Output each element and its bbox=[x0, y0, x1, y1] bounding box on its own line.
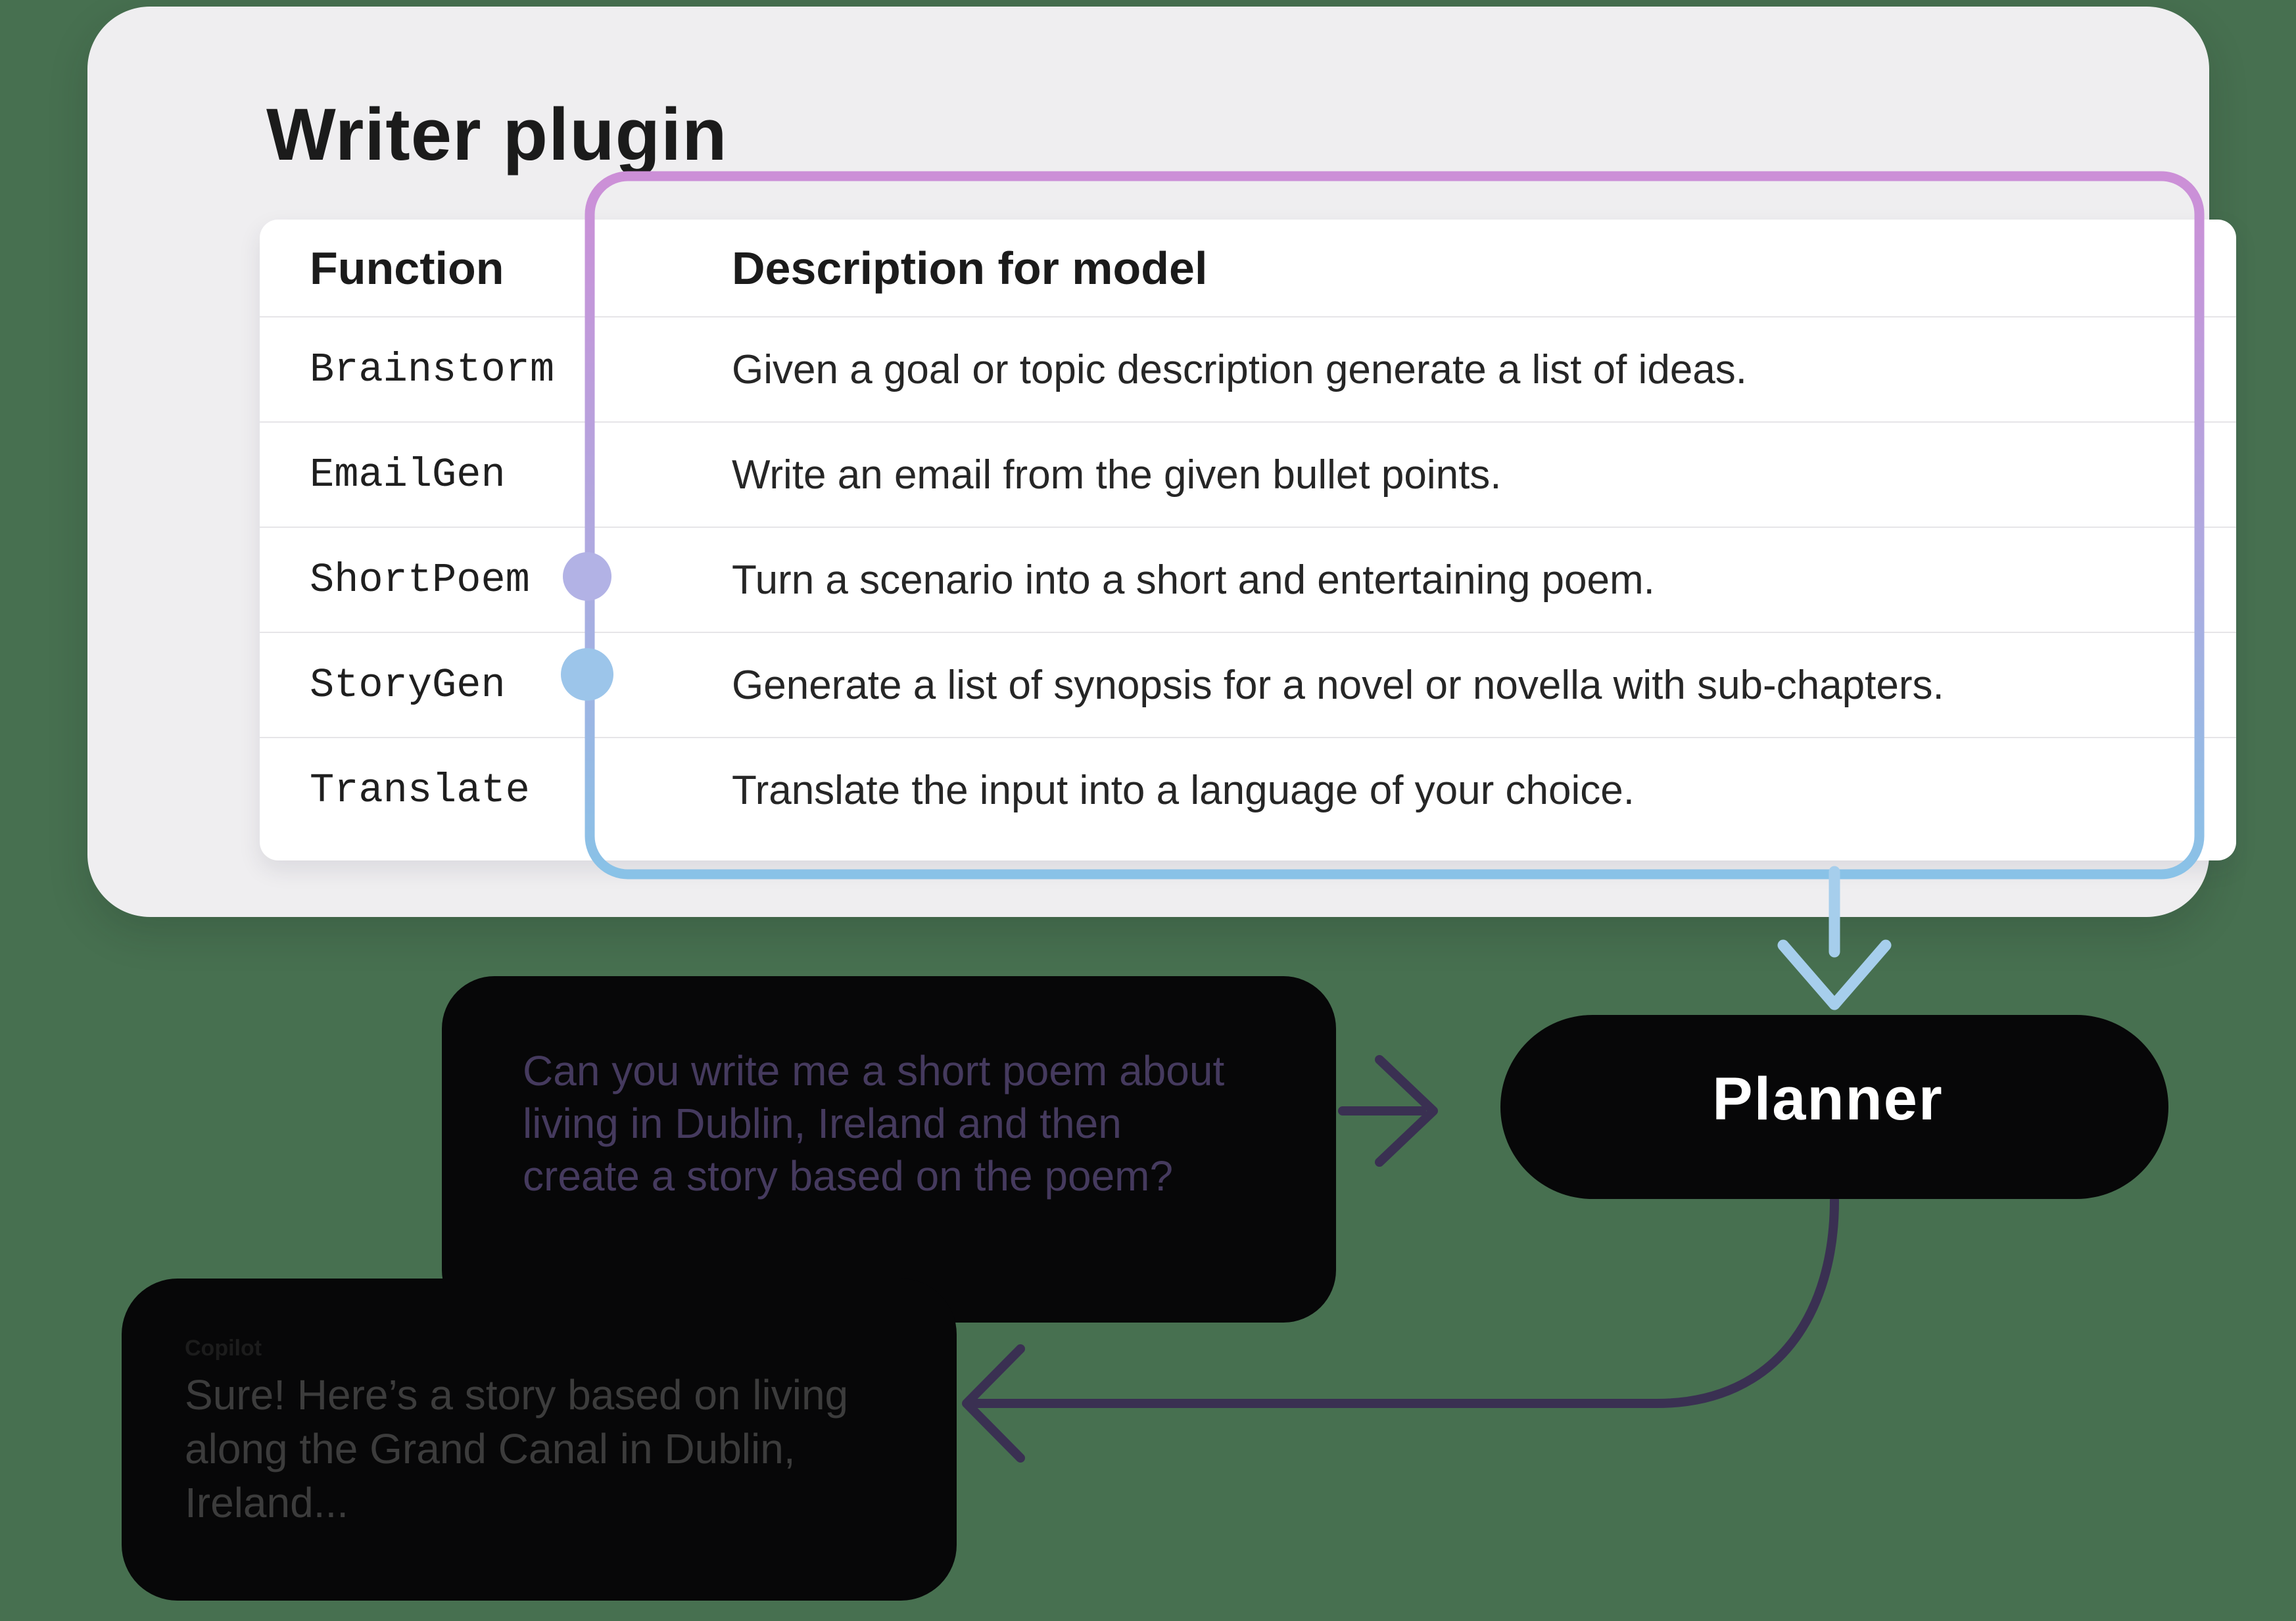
function-table: Function Description for model Brainstor… bbox=[260, 220, 2236, 860]
function-description: Generate a list of synopsis for a novel … bbox=[732, 662, 1944, 708]
function-name: StoryGen bbox=[310, 661, 506, 709]
user-to-planner-arrow bbox=[1338, 1055, 1438, 1167]
table-row: Translate Translate the input into a lan… bbox=[260, 737, 2236, 842]
table-row: StoryGen Generate a list of synopsis for… bbox=[260, 632, 2236, 737]
function-name: Brainstorm bbox=[310, 346, 555, 393]
copilot-message-text: Sure! Here’s a story based on living alo… bbox=[185, 1371, 849, 1526]
function-description: Translate the input into a language of y… bbox=[732, 767, 1635, 813]
copilot-message-bubble: Copilot Sure! Here’s a story based on li… bbox=[122, 1279, 957, 1601]
column-header-function: Function bbox=[310, 242, 504, 294]
writer-plugin-card: Writer plugin Function Description for m… bbox=[87, 7, 2236, 917]
planner-node: Planner bbox=[1500, 1015, 2168, 1199]
copilot-author-label: Copilot bbox=[185, 1336, 262, 1361]
function-name: ShortPoem bbox=[310, 556, 530, 603]
function-description: Write an email from the given bullet poi… bbox=[732, 452, 1502, 498]
function-name: Translate bbox=[310, 766, 530, 814]
user-message-bubble: Can you write me a short poem about livi… bbox=[442, 976, 1336, 1323]
column-header-description: Description for model bbox=[732, 242, 1208, 294]
page-title: Writer plugin bbox=[266, 93, 728, 176]
function-description: Given a goal or topic description genera… bbox=[732, 346, 1748, 392]
table-row: EmailGen Write an email from the given b… bbox=[260, 421, 2236, 527]
function-name: EmailGen bbox=[310, 451, 506, 498]
function-description: Turn a scenario into a short and enterta… bbox=[732, 557, 1655, 603]
table-row: Brainstorm Given a goal or topic descrip… bbox=[260, 316, 2236, 421]
planner-label: Planner bbox=[1712, 1066, 1944, 1133]
table-row: ShortPoem Turn a scenario into a short a… bbox=[260, 527, 2236, 632]
table-header-row: Function Description for model bbox=[260, 220, 2236, 316]
user-message-text: Can you write me a short poem about livi… bbox=[523, 1047, 1225, 1200]
